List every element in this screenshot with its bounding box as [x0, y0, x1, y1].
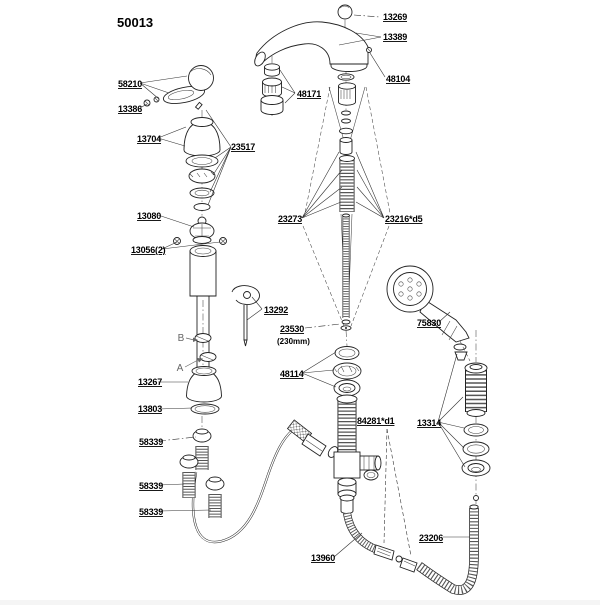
tee-nut — [337, 477, 357, 514]
marker-b: B — [178, 333, 198, 344]
marker-a: A — [177, 358, 203, 374]
threaded-rod — [342, 213, 350, 318]
escutcheon — [186, 366, 222, 403]
stop-ring — [340, 319, 352, 331]
part-label-13704: 13704 — [137, 134, 161, 144]
part-label-23530-dimension: (230mm) — [277, 337, 310, 346]
hand-shower — [386, 265, 471, 362]
marker-a-letter: A — [177, 363, 184, 374]
part-label-58210: 58210 — [118, 79, 142, 89]
gasket-ring — [190, 403, 220, 415]
supply-fitting-2 — [179, 454, 199, 498]
marker-b-letter: B — [178, 333, 185, 344]
diagram-title: 50013 — [117, 15, 153, 30]
clip-a-target — [199, 352, 217, 362]
part-label-13960: 13960 — [311, 553, 335, 563]
part-label-48114: 48114 — [280, 369, 304, 379]
dome-cap — [183, 117, 221, 157]
washers-48114 — [332, 346, 362, 397]
part-label-13292: 13292 — [264, 305, 288, 315]
leader-lines — [139, 14, 470, 558]
part-label-48171: 48171 — [297, 89, 321, 99]
supply-fitting-3 — [205, 476, 225, 518]
part-label-23206: 23206 — [419, 533, 443, 543]
spout-base-rings — [337, 73, 356, 106]
part-label-58339-3: 58339 — [139, 507, 163, 517]
hose-13960 — [343, 512, 403, 563]
supply-tube — [191, 419, 327, 544]
threaded-shank — [336, 394, 358, 452]
part-label-75830: 75830 — [417, 318, 441, 328]
part-label-23273: 23273 — [278, 214, 302, 224]
bonnet-ring-stack — [185, 154, 219, 211]
part-label-58339-2: 58339 — [139, 481, 163, 491]
hose-23206 — [399, 495, 479, 595]
handle-assembly — [162, 65, 214, 110]
valve-cartridge-stack — [339, 110, 355, 212]
part-label-84281: 84281*d1 — [357, 416, 395, 426]
part-label-13389: 13389 — [383, 32, 407, 42]
clip-b-target — [194, 333, 212, 343]
supply-fitting-1 — [192, 428, 212, 470]
faucet-body — [189, 245, 217, 370]
part-label-23530: 23530 — [280, 324, 304, 334]
part-label-13386: 13386 — [118, 104, 142, 114]
spout — [254, 21, 369, 72]
part-label-13803: 13803 — [138, 404, 162, 414]
aerator-stack — [260, 63, 284, 115]
part-label-13267: 13267 — [138, 377, 162, 387]
part-label-48104: 48104 — [386, 74, 410, 84]
grip-cylinder — [464, 362, 488, 417]
mounting-bracket — [231, 285, 260, 347]
part-label-58339-1: 58339 — [139, 437, 163, 447]
part-label-13080: 13080 — [137, 211, 161, 221]
spout-ball — [337, 4, 353, 20]
part-label-13269: 13269 — [383, 12, 407, 22]
part-label-23216: 23216*d5 — [385, 214, 423, 224]
part-label-23517: 23517 — [231, 142, 255, 152]
part-label-13314: 13314 — [417, 418, 441, 428]
handle-cartridge — [189, 216, 215, 244]
spout-set-screw — [366, 47, 372, 53]
part-label-13056: 13056(2) — [131, 245, 166, 255]
washers-13314 — [461, 423, 491, 477]
